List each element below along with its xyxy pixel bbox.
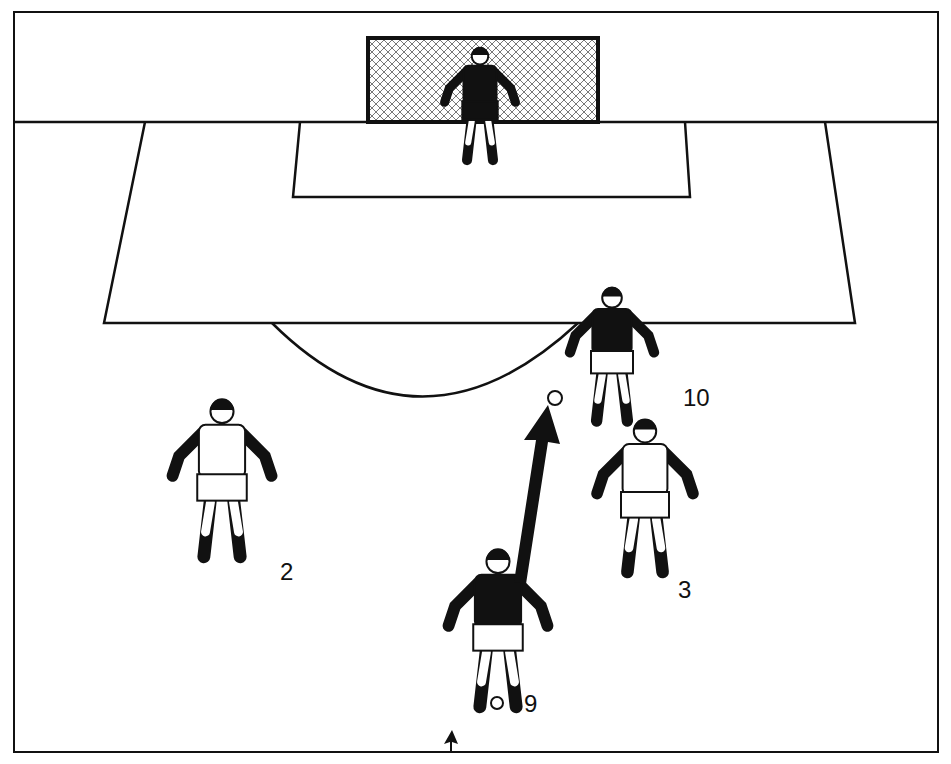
player-leg [510,652,515,682]
player-leg [598,375,602,400]
player-leg [622,372,628,421]
player-leg [656,516,662,572]
player-shorts [462,101,497,120]
player-figure [597,418,693,572]
player-shorts [473,624,523,650]
player-arm [518,583,548,626]
player-leg [480,649,487,707]
player-figure [445,47,516,160]
player-hair [472,47,489,55]
ball [548,391,562,405]
penalty-area [104,122,855,323]
ball [491,697,503,709]
run-arrow [514,405,560,584]
player-hair [210,398,233,410]
player-hair [634,418,656,429]
jersey-number: 9 [524,692,537,716]
player-leg [629,519,634,548]
player-hair [602,287,622,297]
player-figure [570,287,654,421]
player-arm [242,433,272,476]
player-leg [627,516,633,572]
player-leg [488,119,493,160]
player-shorts [197,474,247,500]
player-arm [173,433,203,476]
player-leg [468,121,472,142]
player-leg [597,372,603,421]
player-arm [597,452,626,494]
player-shorts [621,492,669,518]
player-leg [510,649,517,707]
player-leg [482,652,487,682]
player-shorts [591,351,633,373]
penalty-arc [272,323,578,397]
player-leg [206,502,211,532]
player-shirt [592,309,631,354]
player-figure [449,548,548,706]
player-leg [656,519,661,548]
jersey-number: 10 [683,386,710,410]
player-leg [204,499,211,557]
player-hair [486,548,509,560]
player-shirt [199,425,245,478]
player-leg [488,121,492,142]
frame [14,12,938,752]
jersey-number: 2 [280,560,293,584]
player-shirt [623,444,668,495]
player-leg [467,119,472,160]
player-shirt [463,66,496,104]
jersey-number: 3 [678,578,691,602]
player-arm [449,583,479,626]
player-shirt [475,575,521,628]
player-leg [234,499,241,557]
player-leg [622,375,626,400]
player-arm [664,452,693,494]
player-leg [234,502,239,532]
player-figure [173,398,272,556]
small-arrow [444,730,458,752]
goal-net [368,38,598,122]
